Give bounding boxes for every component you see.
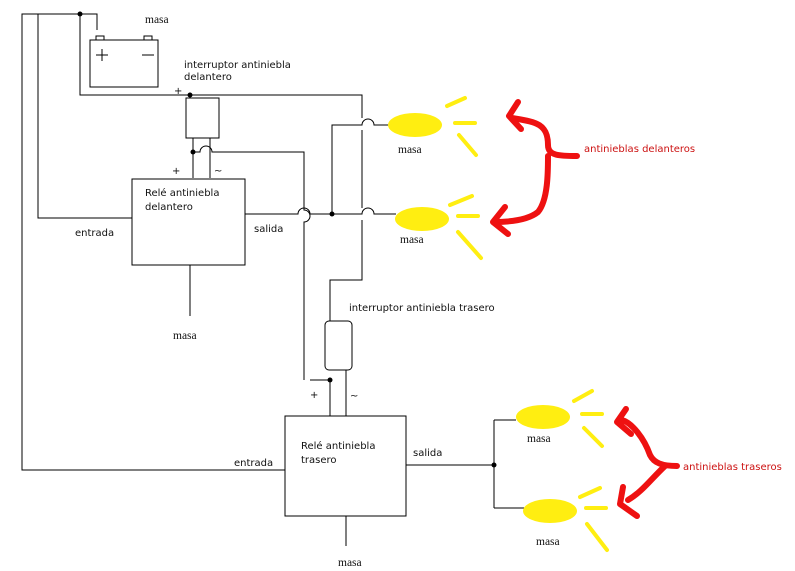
relay-rear-tilde: ~: [350, 391, 358, 402]
masa-relay-rear-label: masa: [338, 557, 362, 569]
lamp-rear-bottom-ray-3: [585, 522, 609, 552]
arrow-front-bottom-head: [490, 204, 511, 237]
battery-plus-sign: [96, 49, 108, 61]
arrow-rear-bottom-head: [617, 484, 640, 519]
switch-rear: [324, 320, 353, 371]
junction-rear-switch: [327, 377, 333, 383]
lamp-front-bottom-ray-1: [448, 194, 474, 207]
junction-salida-rear: [491, 462, 497, 468]
lamp-rear-bottom: [523, 486, 609, 552]
arrow-front-top: [509, 115, 580, 159]
wire-to-rear-switch: [329, 220, 363, 322]
arrow-rear-top: [619, 417, 680, 469]
battery-terminal-minus: [143, 35, 153, 41]
wire-lamp-front-top: [331, 118, 390, 214]
entrada-rear-label: entrada: [234, 458, 273, 469]
battery-terminal-plus: [95, 35, 105, 41]
switch-front-label-line2: delantero: [184, 72, 232, 83]
salida-front-label: salida: [254, 224, 283, 235]
masa-lamp-rear-top-label: masa: [527, 433, 551, 445]
relay-rear-label-line1: Relé antiniebla: [301, 440, 375, 452]
lamp-rear-top-ray-1: [572, 389, 594, 403]
lamp-rear-bottom-ray-1: [578, 486, 602, 499]
wire-salida-front: [245, 207, 396, 215]
junction-switch-front: [187, 92, 193, 98]
masa-relay-front-label: masa: [173, 330, 197, 342]
arrow-rear-top-head: [614, 406, 634, 437]
switch-front-label-line1: interruptor antiniebla: [184, 60, 291, 71]
junction-relay-front: [190, 149, 196, 155]
wire-front-to-rear-plus: [193, 145, 311, 380]
switch-rear-label: interruptor antiniebla trasero: [349, 303, 495, 314]
arrow-front-bottom: [491, 153, 551, 225]
lamp-front-bottom-bulb: [395, 207, 449, 231]
lamp-rear-bottom-bulb: [523, 499, 577, 523]
lamp-front-top-bulb: [388, 113, 442, 137]
relay-front-tilde: ~: [214, 166, 222, 177]
relay-front-label-line1: Relé antiniebla: [145, 187, 219, 199]
relay-rear: [284, 415, 407, 517]
junction-salida-front: [329, 211, 335, 217]
arrow-rear-bottom: [625, 463, 668, 503]
switch-front: [185, 97, 220, 139]
masa-lamp-rear-bottom-label: masa: [536, 536, 560, 548]
lamp-rear-top-ray-3: [582, 426, 604, 448]
junction-battery: [77, 11, 83, 17]
arrow-front-group: [490, 99, 580, 237]
lamp-front-bottom-ray-3: [456, 230, 483, 260]
masa-lamp-front-bottom-label: masa: [400, 234, 424, 246]
salida-rear-label: salida: [413, 448, 442, 459]
lamp-front-bottom: [395, 194, 483, 260]
legend-rear-label: antinieblas traseros: [683, 462, 782, 473]
lamp-rear-top: [516, 389, 604, 448]
lamp-front-top-ray-3: [457, 133, 478, 157]
legend-front-label: antinieblas delanteros: [584, 144, 695, 155]
junction-dots: [77, 11, 497, 468]
wire-battery-masa: [80, 13, 98, 30]
lamp-rear-top-bulb: [516, 405, 570, 429]
relay-rear-plus: +: [310, 390, 318, 401]
lamp-front-top-ray-1: [445, 96, 467, 108]
lamp-front-top: [388, 96, 478, 157]
wire-front-entrada: [37, 13, 132, 219]
switch-front-plus: +: [174, 86, 182, 97]
arrow-rear-group: [614, 406, 680, 519]
masa-battery-label: masa: [145, 14, 169, 26]
arrow-front-top-head: [506, 99, 524, 132]
battery: [89, 35, 159, 88]
relay-front-label-line2: delantero: [145, 202, 193, 213]
relay-rear-label-line2: trasero: [301, 455, 337, 466]
wire-rear-entrada: [21, 13, 285, 471]
battery-body: [89, 39, 159, 88]
entrada-front-label: entrada: [75, 228, 114, 239]
relay-front: [131, 178, 246, 266]
relay-front-plus: +: [172, 166, 180, 177]
masa-lamp-front-top-label: masa: [398, 144, 422, 156]
